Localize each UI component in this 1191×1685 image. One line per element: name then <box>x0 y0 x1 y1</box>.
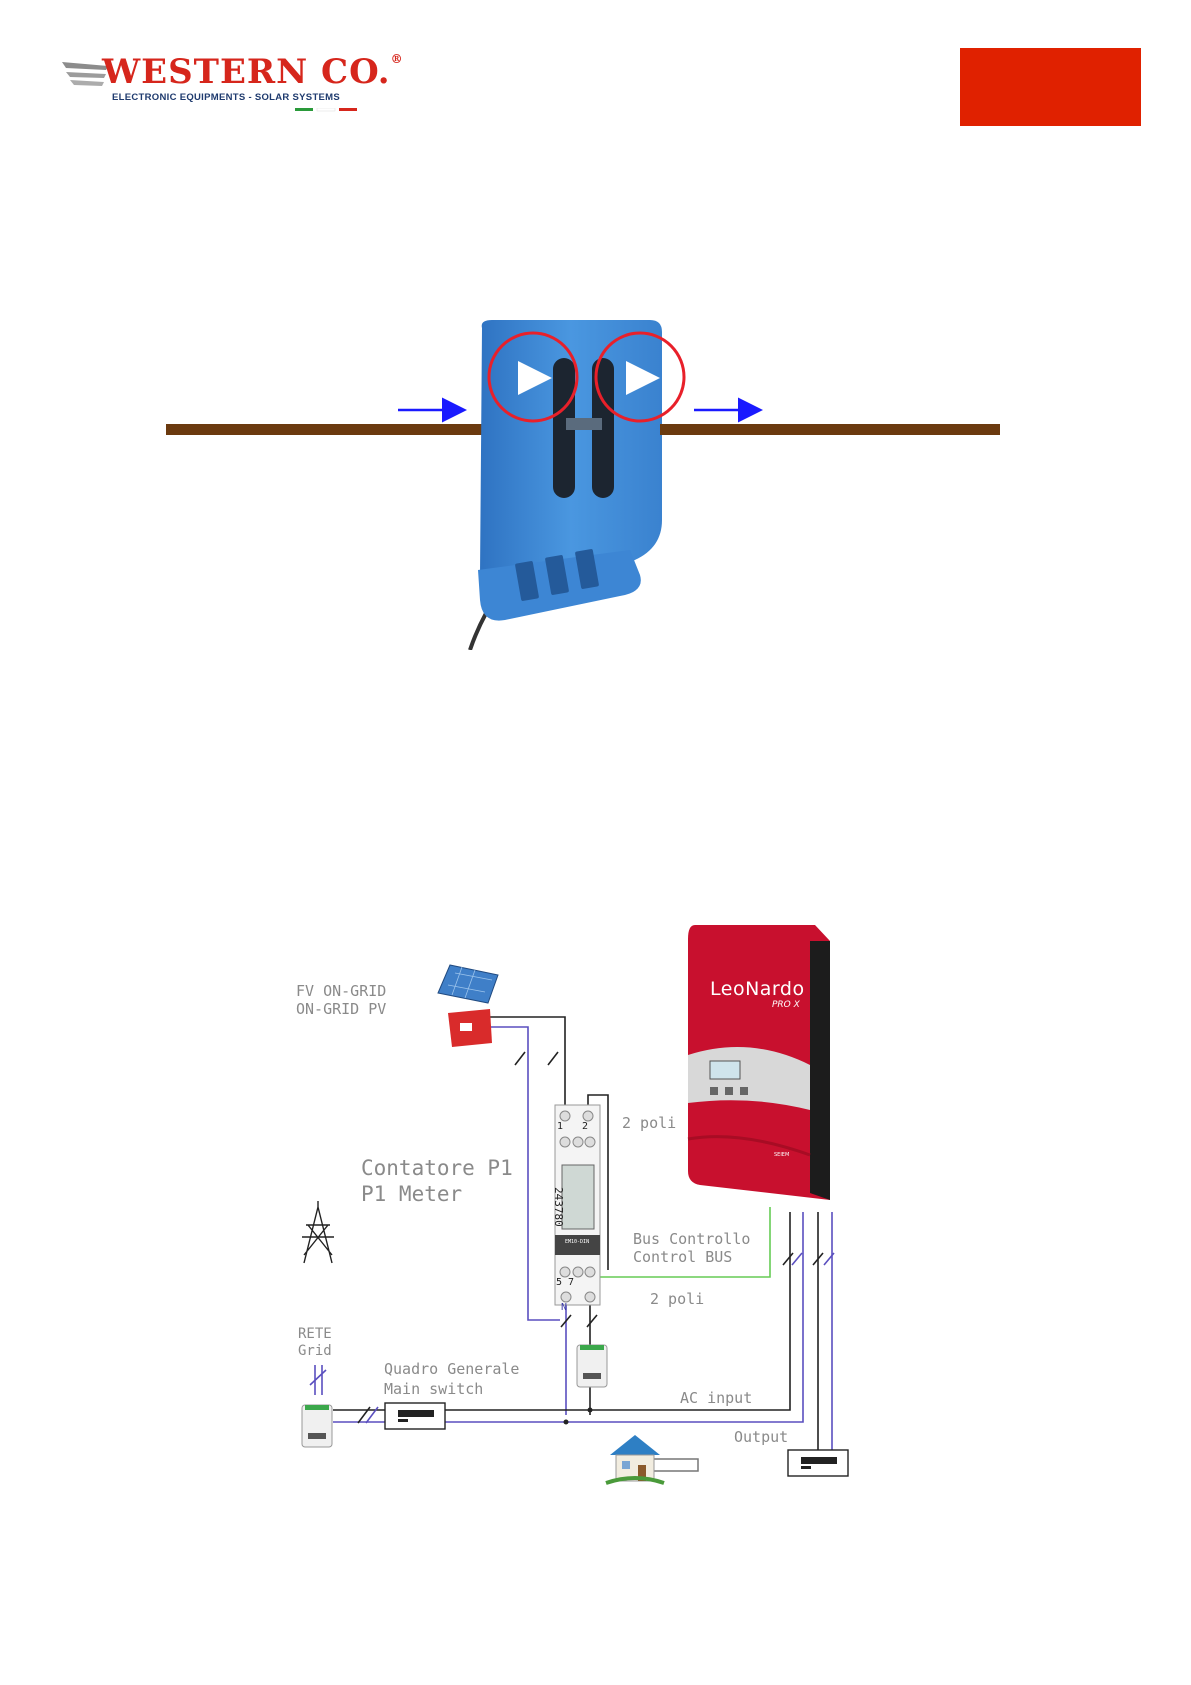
wiring-diagram: LeoNardo PRO X SEIEM 1 2 243780 EM10-DIN… <box>270 925 920 1500</box>
meter-terminal-n: N <box>561 1302 567 1313</box>
label-p1-meter: P1 Meter <box>361 1183 462 1206</box>
label-main-switch: Main switch <box>384 1381 483 1398</box>
label-output: Output <box>734 1429 788 1446</box>
label-grid: Grid <box>298 1344 332 1359</box>
meter-model: EM10-DIN <box>565 1240 589 1246</box>
breaker-icon-grid <box>302 1405 332 1447</box>
conductor-wire-right <box>660 424 1000 435</box>
conductor-wire-left <box>166 424 506 435</box>
output-switch-icon <box>788 1450 848 1476</box>
label-on-grid-pv: ON-GRID PV <box>296 1001 386 1018</box>
inverter-model: PRO X <box>772 1001 800 1011</box>
meter-terminal-5: 5 <box>556 1277 562 1288</box>
meter-display: 243780 <box>552 1187 564 1227</box>
brand-tagline: ELECTRONIC EQUIPMENTS - SOLAR SYSTEMS <box>112 92 340 103</box>
meter-terminal-1: 1 <box>557 1121 563 1132</box>
inverter-icon <box>688 925 830 1200</box>
brand-name: WESTERN CO.® <box>102 52 404 92</box>
pv-inverter-icon <box>448 1009 492 1047</box>
flag-stripes-icon <box>295 108 365 114</box>
breaker-icon-meter <box>577 1345 607 1387</box>
company-logo: WESTERN CO.® ELECTRONIC EQUIPMENTS - SOL… <box>60 52 360 122</box>
label-contatore-p1: Contatore P1 <box>361 1157 513 1180</box>
meter-terminal-2: 2 <box>582 1121 588 1132</box>
split-core-sensor <box>478 320 662 621</box>
label-bus-controllo: Bus Controllo <box>633 1231 750 1248</box>
inverter-badge: SEIEM <box>774 1153 789 1159</box>
power-tower-icon <box>302 1201 334 1263</box>
label-control-bus: Control BUS <box>633 1249 732 1266</box>
main-switch-icon <box>385 1403 445 1429</box>
label-quadro-generale: Quadro Generale <box>384 1361 519 1378</box>
label-fv-on-grid: FV ON-GRID <box>296 983 386 1000</box>
inverter-brand: LeoNardo <box>710 979 805 1000</box>
label-2-poli-top: 2 poli <box>622 1115 676 1132</box>
label-ac-input: AC input <box>680 1390 752 1407</box>
label-rete: RETE <box>298 1327 332 1342</box>
header-accent-block <box>960 48 1141 126</box>
current-sensor-illustration <box>0 300 1191 650</box>
label-2-poli-bottom: 2 poli <box>650 1291 704 1308</box>
solar-panel-icon <box>438 965 498 1003</box>
meter-terminal-7: 7 <box>568 1277 574 1288</box>
